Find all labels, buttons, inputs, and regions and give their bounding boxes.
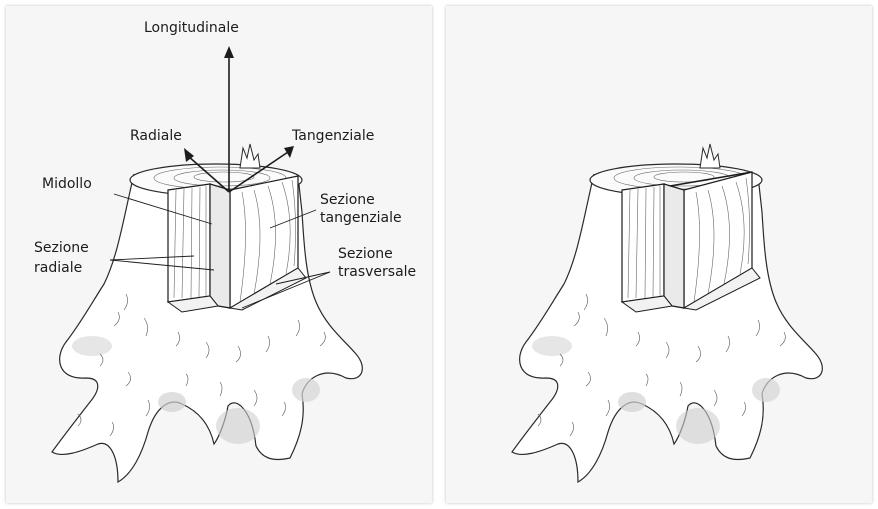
radial-section-label-line2: radiale (34, 260, 82, 276)
transverse-section-label-line1: Sezione (338, 246, 393, 262)
radial-axis-label: Radiale (130, 128, 182, 144)
radial-section-label-line1: Sezione (34, 240, 89, 256)
longitudinal-axis-label: Longitudinale (144, 20, 239, 36)
tangential-axis-label: Tangenziale (291, 128, 374, 144)
unlabeled-stump-illustration (446, 6, 872, 503)
tangential-section-label-line1: Sezione (320, 192, 375, 208)
transverse-section-label-line2: trasversale (338, 264, 416, 280)
annotated-stump-illustration: Longitudinale Radiale Tangenziale Midoll… (6, 6, 432, 503)
annotated-panel: Longitudinale Radiale Tangenziale Midoll… (6, 6, 432, 503)
unlabeled-panel (446, 6, 872, 503)
tangential-section-label-line2: tangenziale (320, 210, 402, 226)
tree-stump-drawing (52, 144, 362, 482)
pith-label: Midollo (42, 176, 92, 192)
tree-stump-drawing-plain (512, 144, 822, 482)
